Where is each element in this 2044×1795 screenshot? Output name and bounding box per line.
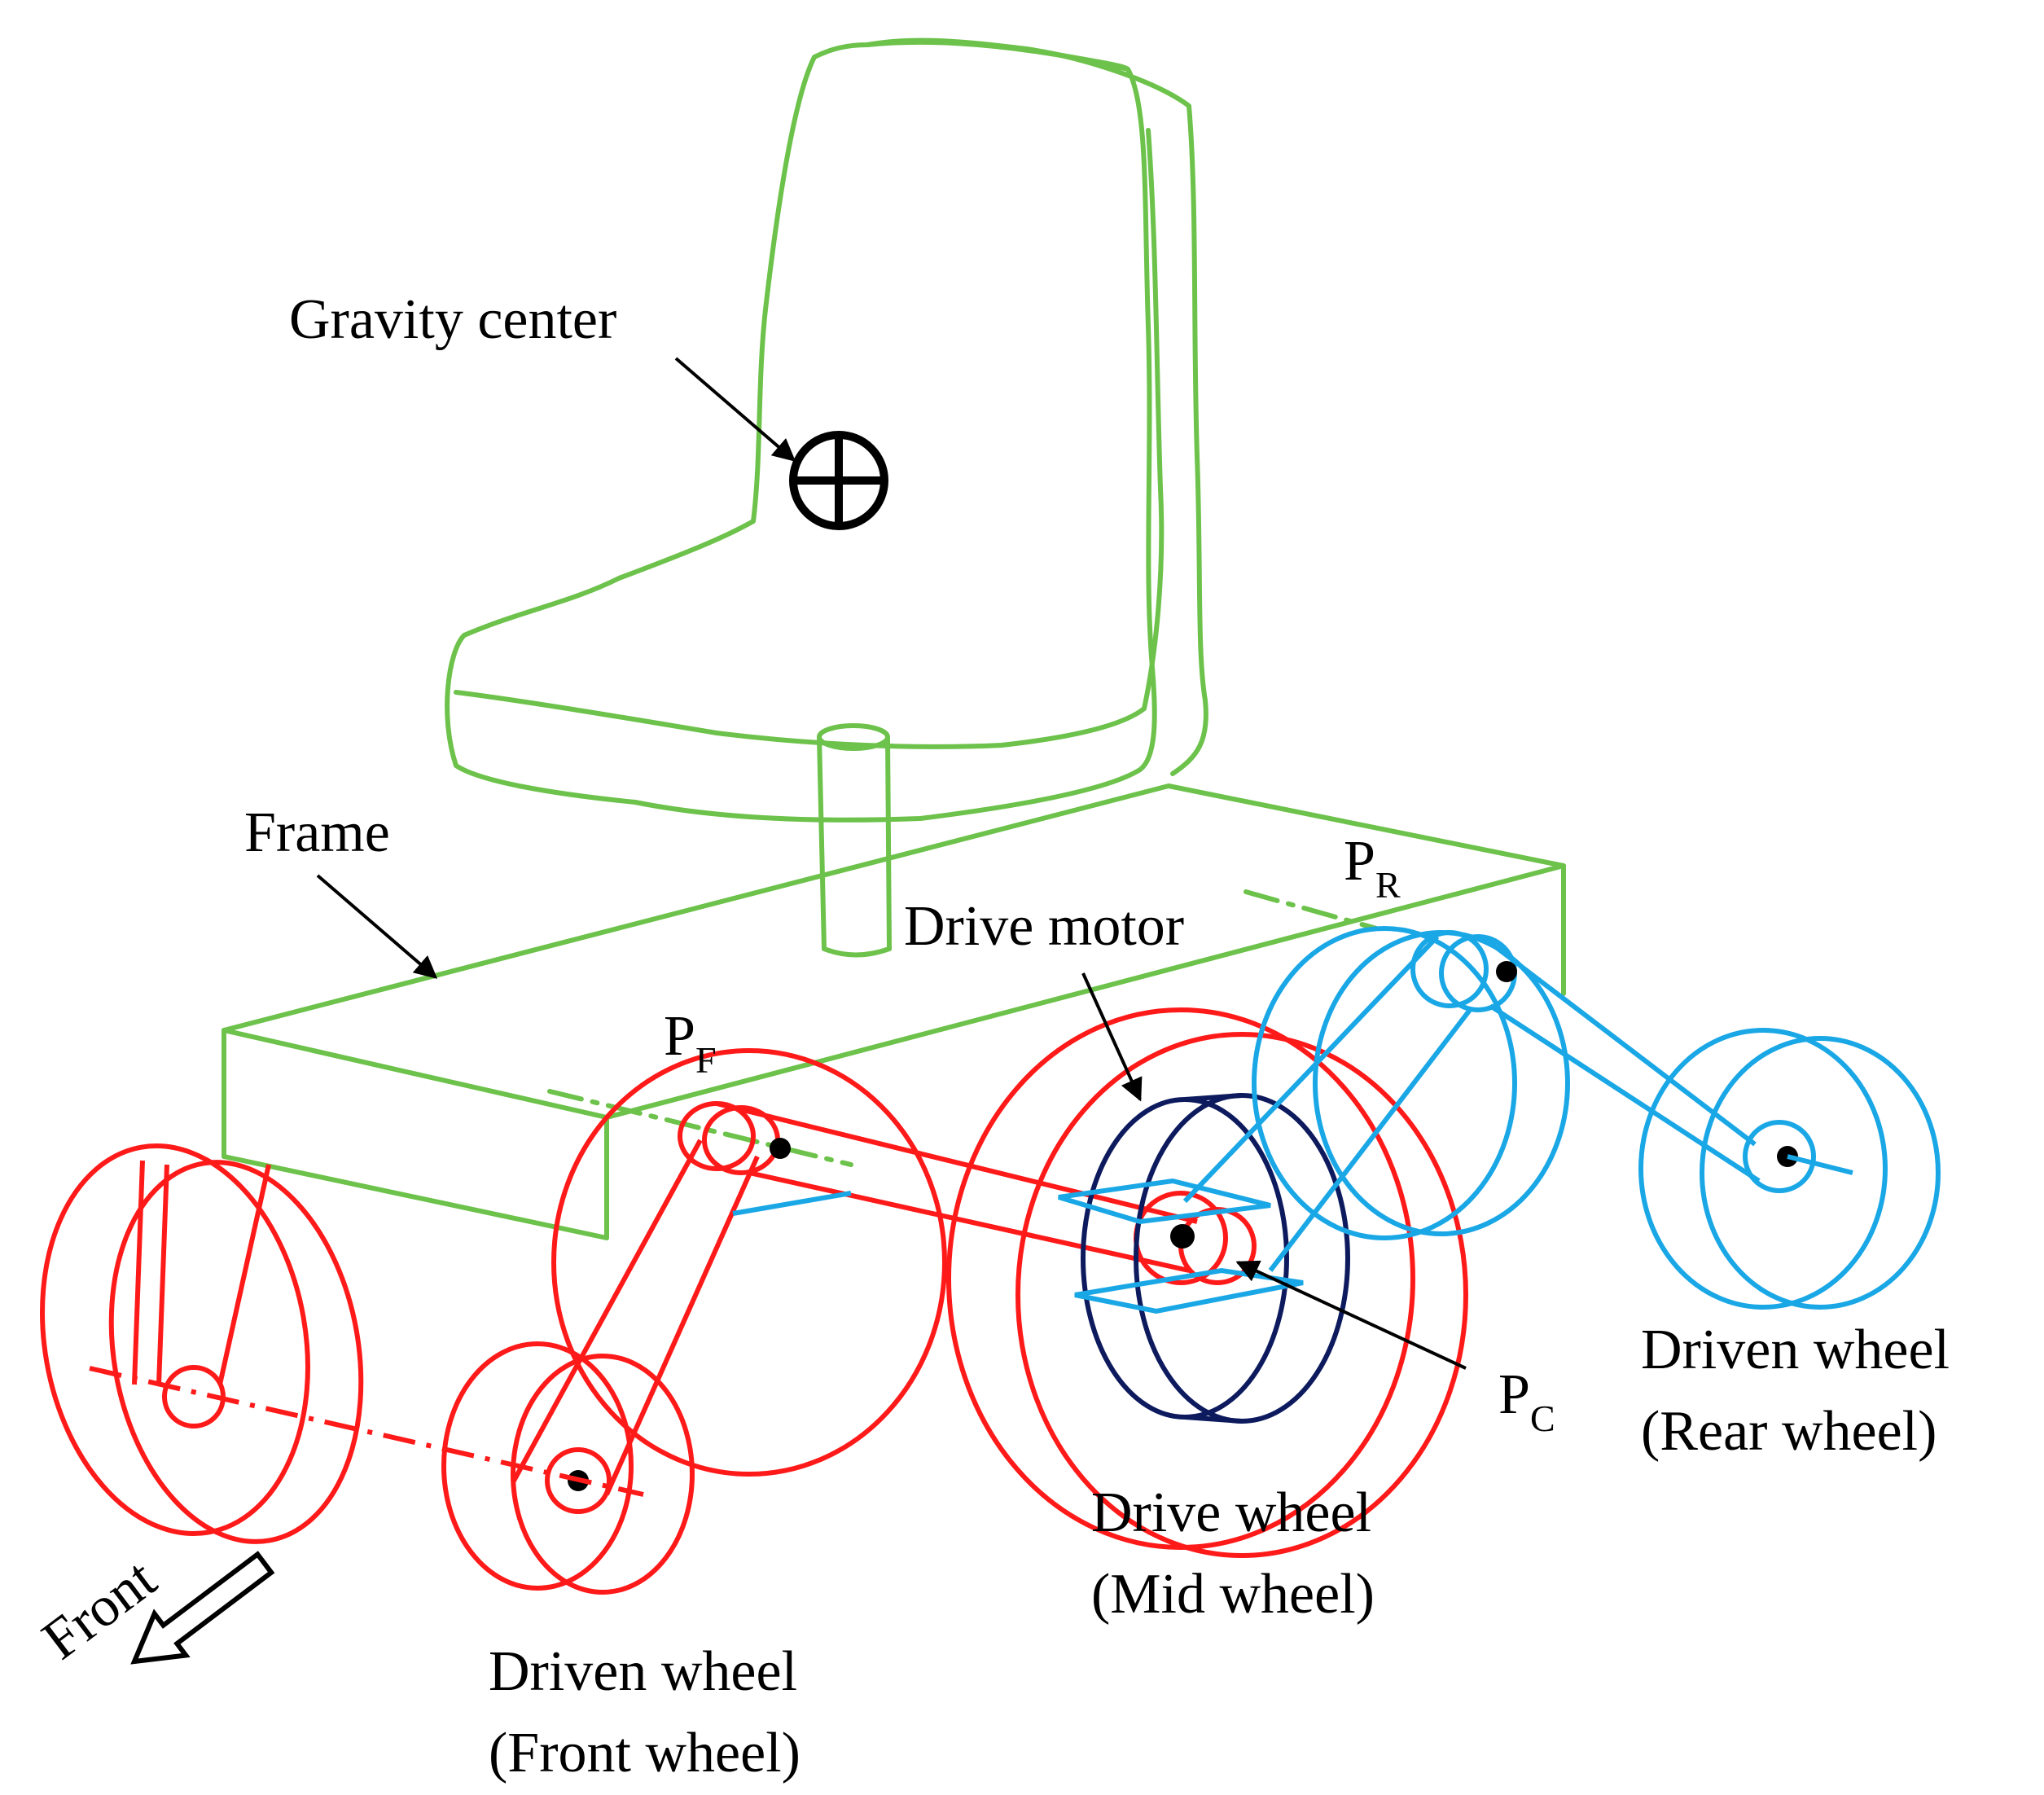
pr-sub: R bbox=[1375, 864, 1401, 906]
pc-label: PC bbox=[1498, 1363, 1555, 1439]
seat-post bbox=[817, 723, 892, 958]
front-arrow-icon bbox=[130, 1551, 275, 1665]
drive-wheel bbox=[551, 1007, 1468, 1558]
rear-bogie bbox=[732, 926, 1761, 1314]
front-left-wheel bbox=[40, 1143, 364, 1544]
drive-mid-line2: (Mid wheel) bbox=[1091, 1563, 1375, 1626]
front-axle-line bbox=[89, 1366, 644, 1497]
frame-label: Frame bbox=[244, 801, 390, 864]
pf-main: P bbox=[664, 1005, 695, 1068]
pc-sub: C bbox=[1530, 1398, 1555, 1439]
pc-main: P bbox=[1498, 1363, 1530, 1426]
gravity-center-symbol bbox=[789, 431, 888, 530]
seat bbox=[445, 37, 1208, 823]
pivot-axis-rear bbox=[1244, 889, 1379, 931]
frame-box bbox=[222, 783, 1566, 1240]
pf-label: PF bbox=[664, 1005, 717, 1081]
pr-main: P bbox=[1344, 830, 1375, 893]
drive-motor-pointer bbox=[1081, 972, 1143, 1102]
driven-rear-line1: Driven wheel bbox=[1641, 1319, 1950, 1381]
rear-wheel bbox=[1638, 1028, 1941, 1310]
drive-mid-line1: Drive wheel bbox=[1091, 1481, 1371, 1544]
pc-pointer bbox=[1235, 1260, 1467, 1370]
front-link-arm bbox=[678, 1101, 1198, 1273]
driven-rear-line2: (Rear wheel) bbox=[1641, 1400, 1937, 1463]
front-right-wheel bbox=[441, 1139, 760, 1595]
pf-sub: F bbox=[695, 1039, 717, 1081]
driven-front-line1: Driven wheel bbox=[489, 1640, 797, 1703]
driven-front-line2: (Front wheel) bbox=[489, 1722, 800, 1784]
gravity-center-label: Gravity center bbox=[289, 288, 616, 351]
frame-pointer bbox=[316, 874, 438, 979]
drive-motor bbox=[1081, 1093, 1350, 1424]
gravity-center-pointer bbox=[674, 357, 796, 462]
pr-label: PR bbox=[1344, 830, 1401, 906]
drive-motor-label: Drive motor bbox=[904, 895, 1184, 958]
pivot-axis-front bbox=[547, 1089, 853, 1167]
